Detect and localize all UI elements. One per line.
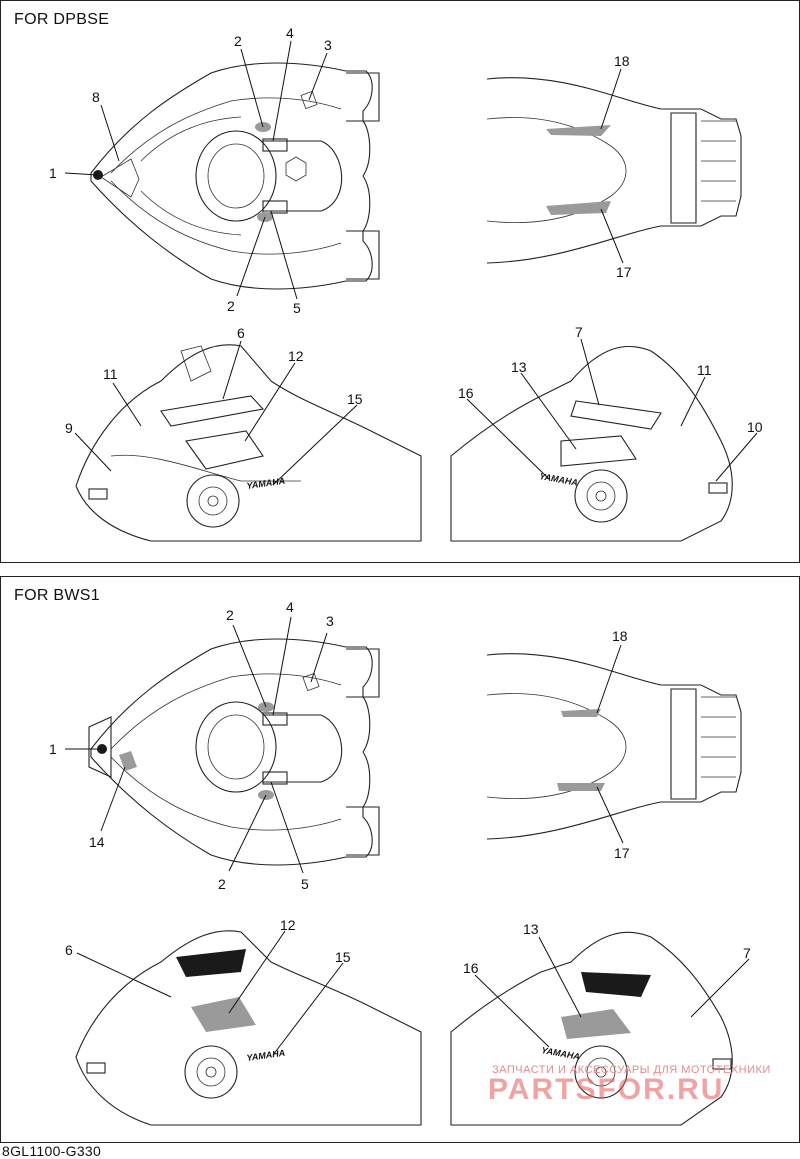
leader-lines xyxy=(64,40,758,486)
leader-lines xyxy=(65,616,750,1056)
callout-12: 12 xyxy=(280,917,296,933)
panel-title: FOR DPBSE xyxy=(14,11,110,28)
figure-code: 8GL1100-G330 xyxy=(2,1143,102,1159)
callout-1: 1 xyxy=(49,741,57,757)
top-view-front xyxy=(90,62,380,290)
callout-15: 15 xyxy=(335,949,351,965)
callout-3: 3 xyxy=(324,37,332,53)
callout-18: 18 xyxy=(614,53,630,69)
side-view-left: YAMAHA xyxy=(75,930,422,1126)
callout-6: 6 xyxy=(237,325,245,341)
callout-13: 13 xyxy=(523,921,539,937)
callout-12: 12 xyxy=(288,348,304,364)
callout-5: 5 xyxy=(293,300,301,316)
callout-16: 16 xyxy=(463,960,479,976)
callout-16: 16 xyxy=(458,385,474,401)
callout-3: 3 xyxy=(326,613,334,629)
callout-18: 18 xyxy=(612,628,628,644)
callout-7: 7 xyxy=(743,945,751,961)
callout-4: 4 xyxy=(286,25,294,41)
callout-4: 4 xyxy=(286,599,294,615)
callout-2: 2 xyxy=(218,876,226,892)
callout-14: 14 xyxy=(89,834,105,850)
yamaha-logo-right: YAMAHA xyxy=(539,471,579,488)
callout-11: 11 xyxy=(697,362,712,378)
decal-diagram-dpbse: YAMAHA YAMAHA xyxy=(49,25,763,542)
top-view-rear xyxy=(486,77,742,264)
callout-2: 2 xyxy=(227,298,235,314)
callout-2: 2 xyxy=(234,33,242,49)
decal-diagram-bws1: YAMAHA YAMAHA xyxy=(49,599,751,1126)
side-view-right: YAMAHA xyxy=(450,345,733,542)
side-view-left: YAMAHA xyxy=(75,344,422,542)
callout-6: 6 xyxy=(65,942,73,958)
panel-title: FOR BWS1 xyxy=(14,587,100,604)
panel-dpbse: FOR DPBSE xyxy=(0,0,800,563)
watermark: ЗАПЧАСТИ И АКСЕССУАРЫ ДЛЯ МОТОТЕХНИКИ PA… xyxy=(488,1064,788,1106)
callout-9: 9 xyxy=(65,420,73,436)
callout-8: 8 xyxy=(92,89,100,105)
watermark-brand: PARTSFOR.RU xyxy=(488,1073,725,1106)
callout-15: 15 xyxy=(347,391,363,407)
callout-13: 13 xyxy=(511,359,527,375)
callout-17: 17 xyxy=(616,264,632,280)
watermark-subtitle: ЗАПЧАСТИ И АКСЕССУАРЫ ДЛЯ МОТОТЕХНИКИ xyxy=(492,1064,771,1076)
callout-17: 17 xyxy=(614,845,630,861)
callout-2: 2 xyxy=(226,607,234,623)
callout-5: 5 xyxy=(301,876,309,892)
callout-10: 10 xyxy=(747,419,763,435)
top-view-front xyxy=(88,638,380,866)
callout-11: 11 xyxy=(103,366,118,382)
top-view-rear xyxy=(486,653,742,840)
callout-7: 7 xyxy=(575,324,583,340)
yamaha-logo-left: YAMAHA xyxy=(246,1048,286,1063)
yamaha-logo-right: YAMAHA xyxy=(541,1045,581,1062)
callout-1: 1 xyxy=(49,165,57,181)
panel-bws1: FOR BWS1 xyxy=(0,576,800,1143)
